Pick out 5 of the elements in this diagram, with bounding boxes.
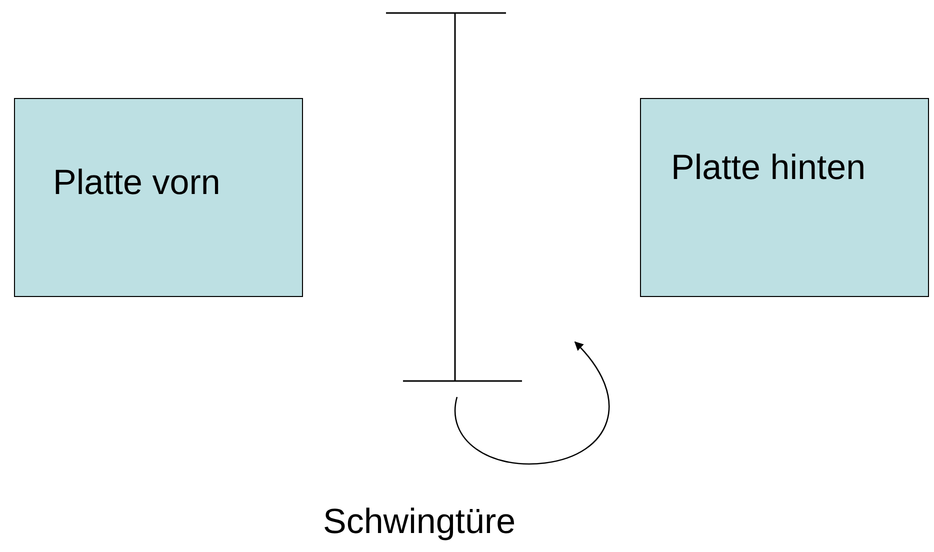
plate-box xyxy=(640,98,929,297)
door-label: Schwingtüre xyxy=(323,502,516,542)
plate-box xyxy=(14,98,303,297)
plate-label: Platte vorn xyxy=(53,163,220,203)
plate-label: Platte hinten xyxy=(671,148,866,188)
